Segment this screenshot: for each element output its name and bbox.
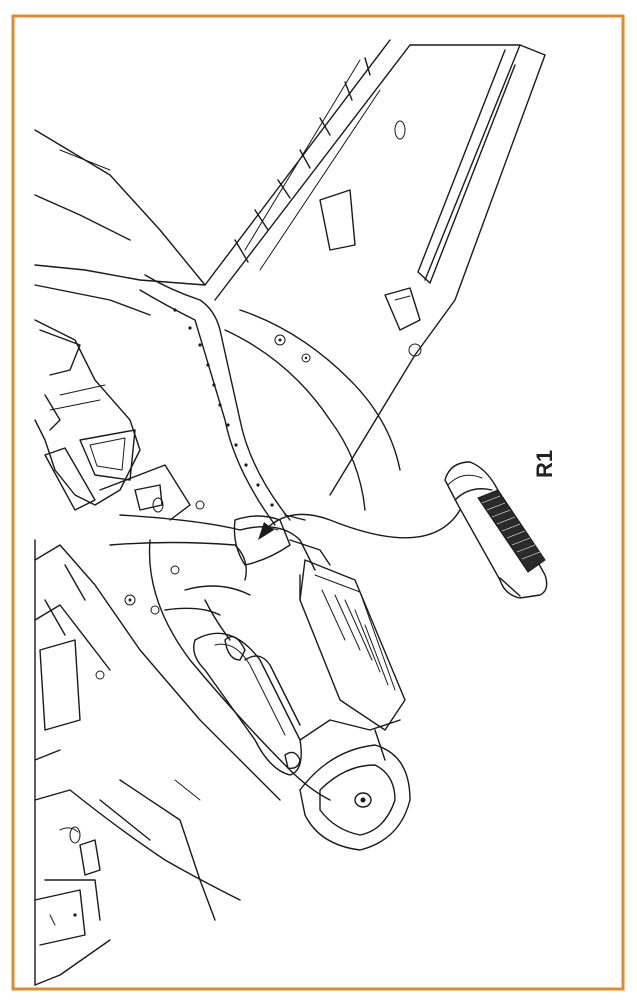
sheet-frame: [11, 14, 625, 991]
assembly-arrow-line: [264, 509, 461, 539]
part-label-r1: R1: [532, 450, 557, 478]
part-r1: R1: [444, 450, 557, 599]
assembly-arrow-head: [258, 522, 274, 540]
rivet-line: [173, 308, 274, 507]
r1-grille: [477, 489, 546, 573]
aircraft-drawing: [34, 39, 546, 986]
